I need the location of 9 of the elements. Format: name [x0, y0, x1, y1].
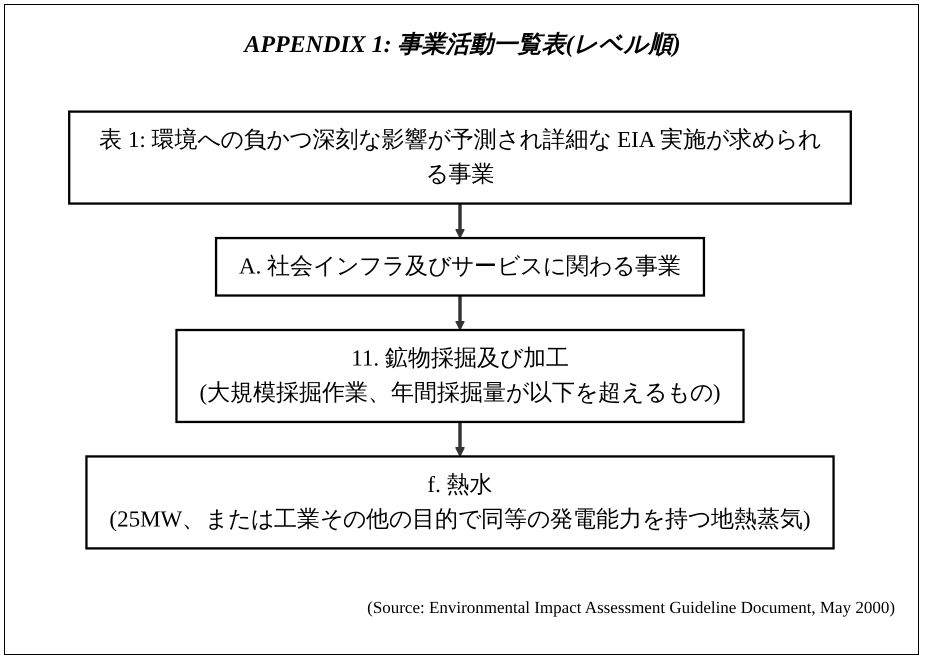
node-box: f. 熱水 (25MW、または工業その他の目的で同等の発電能力を持つ地熱蒸気): [85, 455, 835, 550]
node-box: 11. 鉱物採掘及び加工 (大規模採掘作業、年間採掘量が以下を超えるもの): [175, 328, 745, 424]
arrow: [454, 422, 466, 457]
node-box: 表 1: 環境への負かつ深刻な影響が予測され詳細な EIA 実施が求められる事業: [68, 110, 852, 205]
node-box: A. 社会インフラ及びサービスに関わる事業: [214, 236, 706, 297]
arrow: [454, 296, 466, 330]
arrow: [454, 204, 466, 238]
title: APPENDIX 1: 事業活動一覧表(レベル順): [242, 30, 682, 60]
caption: (Source: Environmental Impact Assessment Guideline Document, May 2000): [367, 598, 895, 618]
